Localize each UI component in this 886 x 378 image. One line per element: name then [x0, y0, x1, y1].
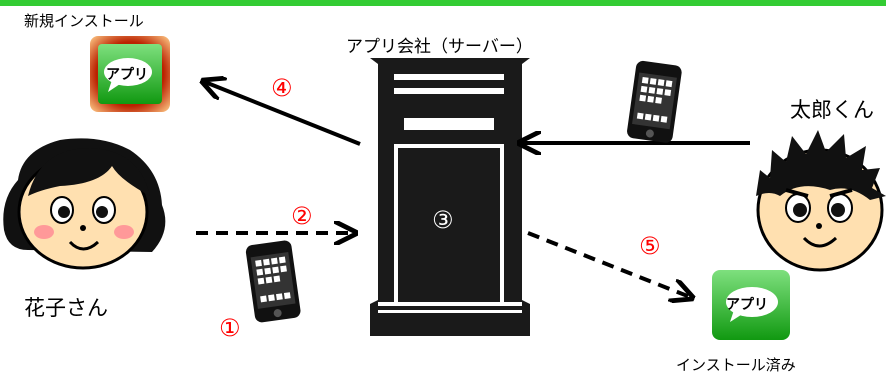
step-2: ②: [291, 202, 313, 230]
server-icon: [370, 58, 530, 336]
label-new-install: 新規インストール: [24, 12, 144, 30]
app-icon-text-new: アプリ: [106, 67, 148, 83]
app-icon-installed: [712, 270, 790, 340]
app-icon-text-installed: アプリ: [726, 297, 768, 313]
arrow-server-to-new-install: [205, 82, 361, 146]
arrow-server-to-installed: [527, 231, 690, 297]
label-installed: インストール済み: [676, 356, 796, 374]
label-server: アプリ会社（サーバー）: [346, 37, 533, 57]
girl-face-icon: [3, 138, 166, 270]
boy-face-icon: [756, 130, 886, 272]
step-5: ⑤: [639, 232, 661, 260]
label-hanako: 花子さん: [24, 296, 108, 320]
smartphone-icon: [245, 240, 301, 323]
step-1: ①: [219, 314, 241, 342]
app-icon-new-install: [90, 36, 170, 112]
top-accent-bar: [0, 0, 886, 6]
step-3: ③: [432, 206, 454, 234]
smartphone-icon: [627, 60, 682, 143]
step-4: ④: [271, 74, 293, 102]
label-taro: 太郎くん: [790, 98, 874, 122]
